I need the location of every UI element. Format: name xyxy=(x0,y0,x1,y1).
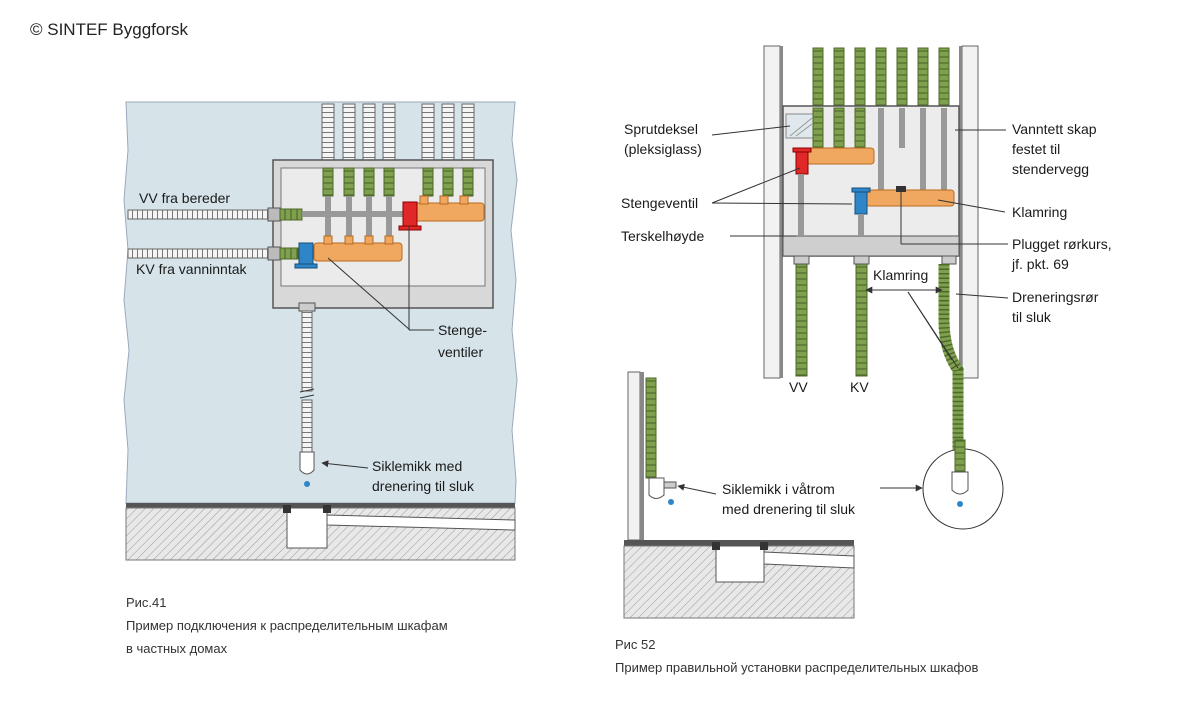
label-siklemikk-1: Siklemikk med xyxy=(372,458,462,474)
manifold-cold xyxy=(313,242,403,262)
label-kv-fra-vanninntak: KV fra vanninntak xyxy=(136,261,248,277)
label-klamring-mid: Klamring xyxy=(873,267,928,283)
caption-figure-52: Рис 52 Пример правильной установки распр… xyxy=(615,634,1085,680)
label-siklemikk-2: drenering til sluk xyxy=(372,478,475,494)
label-klamring-right: Klamring xyxy=(1012,204,1067,220)
caption-41-line2: в частных домах xyxy=(126,640,228,656)
caption-figure-41: Рис.41 Пример подключения к распределите… xyxy=(126,592,566,660)
label-kv: KV xyxy=(850,379,869,395)
caption-52-number: Рис 52 xyxy=(615,637,656,652)
caption-41-line1: Пример подключения к распределительным ш… xyxy=(126,617,448,633)
pipes-below-52 xyxy=(793,174,964,480)
floor-section xyxy=(125,503,516,561)
label-vanntett-2: festet til xyxy=(1012,141,1060,157)
manifold-hot-52 xyxy=(805,147,875,165)
manifold-cold-52 xyxy=(865,189,955,207)
label-vanntett-1: Vanntett skap xyxy=(1012,121,1097,137)
label-sprutdeksel-2: (pleksiglass) xyxy=(624,141,702,157)
lower-wall-section xyxy=(623,371,855,619)
figure-52: Sprutdeksel (pleksiglass) Stengeventil T… xyxy=(621,45,1112,619)
manifold-hot xyxy=(409,202,485,222)
label-vv: VV xyxy=(789,379,808,395)
plugged-pipe xyxy=(896,186,906,192)
label-siklemikk-52-2: med drenering til sluk xyxy=(722,501,856,517)
label-dreneringsror-2: til sluk xyxy=(1012,309,1052,325)
caption-52-line1: Пример правильной установки распределите… xyxy=(615,659,979,675)
incoming-pipes xyxy=(127,207,420,261)
valve-blue-52 xyxy=(854,189,868,215)
label-siklemikk-52-1: Siklemikk i våtrom xyxy=(722,481,835,497)
supply-pipes-up-52 xyxy=(812,47,950,109)
label-plugget-1: Plugget rørkurs, xyxy=(1012,236,1112,252)
drain-pipe xyxy=(298,302,316,487)
label-sprutdeksel-1: Sprutdeksel xyxy=(624,121,698,137)
label-vanntett-3: stendervegg xyxy=(1012,161,1089,177)
label-plugget-2: jf. pkt. 69 xyxy=(1011,256,1069,272)
label-terskelhoyde: Terskelhøyde xyxy=(621,228,704,244)
valve-red xyxy=(402,201,418,227)
supply-pipes-up xyxy=(321,103,475,167)
caption-41-number: Рис.41 xyxy=(126,595,167,610)
figure-41: VV fra bereder KV fra vanninntak Stenge-… xyxy=(123,101,518,561)
label-stengeventil: Stengeventil xyxy=(621,195,698,211)
label-dreneringsror-1: Dreneringsrør xyxy=(1012,289,1099,305)
valve-red-52 xyxy=(795,149,809,175)
label-vv-fra-bereder: VV fra bereder xyxy=(139,190,230,206)
label-stengeventiler-2: ventiler xyxy=(438,344,483,360)
copyright-text: © SINTEF Byggforsk xyxy=(30,20,189,39)
valve-blue xyxy=(298,242,314,268)
label-stengeventiler-1: Stenge- xyxy=(438,322,487,338)
